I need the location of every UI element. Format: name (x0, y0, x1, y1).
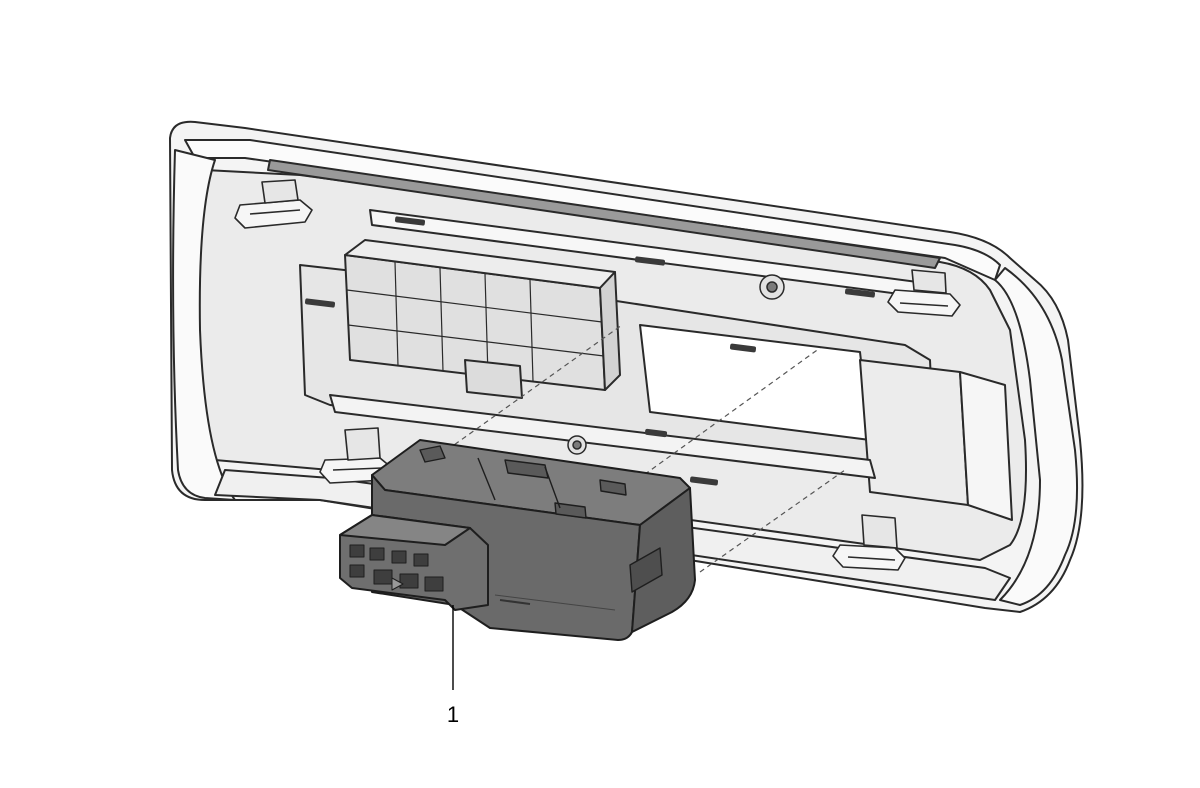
module-side-face (631, 487, 696, 633)
bracket-bosses (567, 274, 785, 455)
bracket-slots (304, 216, 876, 486)
module-top-ribs (419, 445, 627, 519)
bracket-left-wall (172, 149, 236, 501)
module-side-latch (629, 547, 663, 593)
retention-clips (234, 179, 961, 571)
connector-pins (349, 544, 444, 592)
control-module (339, 439, 696, 641)
callout-label: 1 (447, 702, 459, 727)
bracket-lower-rail (329, 394, 876, 479)
alignment-line-3 (699, 469, 846, 573)
bracket-right-structure-face (959, 371, 1013, 521)
alignment-line-2 (629, 347, 821, 486)
housing-connector (464, 359, 523, 399)
clip-top-left (234, 179, 313, 229)
clip-bottom-right (832, 514, 906, 571)
clip-top-right (887, 269, 961, 317)
bracket-top-groove (267, 159, 941, 269)
connector-key (391, 577, 404, 591)
bracket-right-end (994, 267, 1079, 606)
callout-1: 1 (447, 605, 459, 727)
housing-grid (346, 261, 605, 382)
module-connector-top (339, 514, 471, 546)
alignment-line-1 (439, 324, 623, 456)
bracket-right-structure (859, 359, 969, 506)
alignment-lines (439, 324, 846, 573)
